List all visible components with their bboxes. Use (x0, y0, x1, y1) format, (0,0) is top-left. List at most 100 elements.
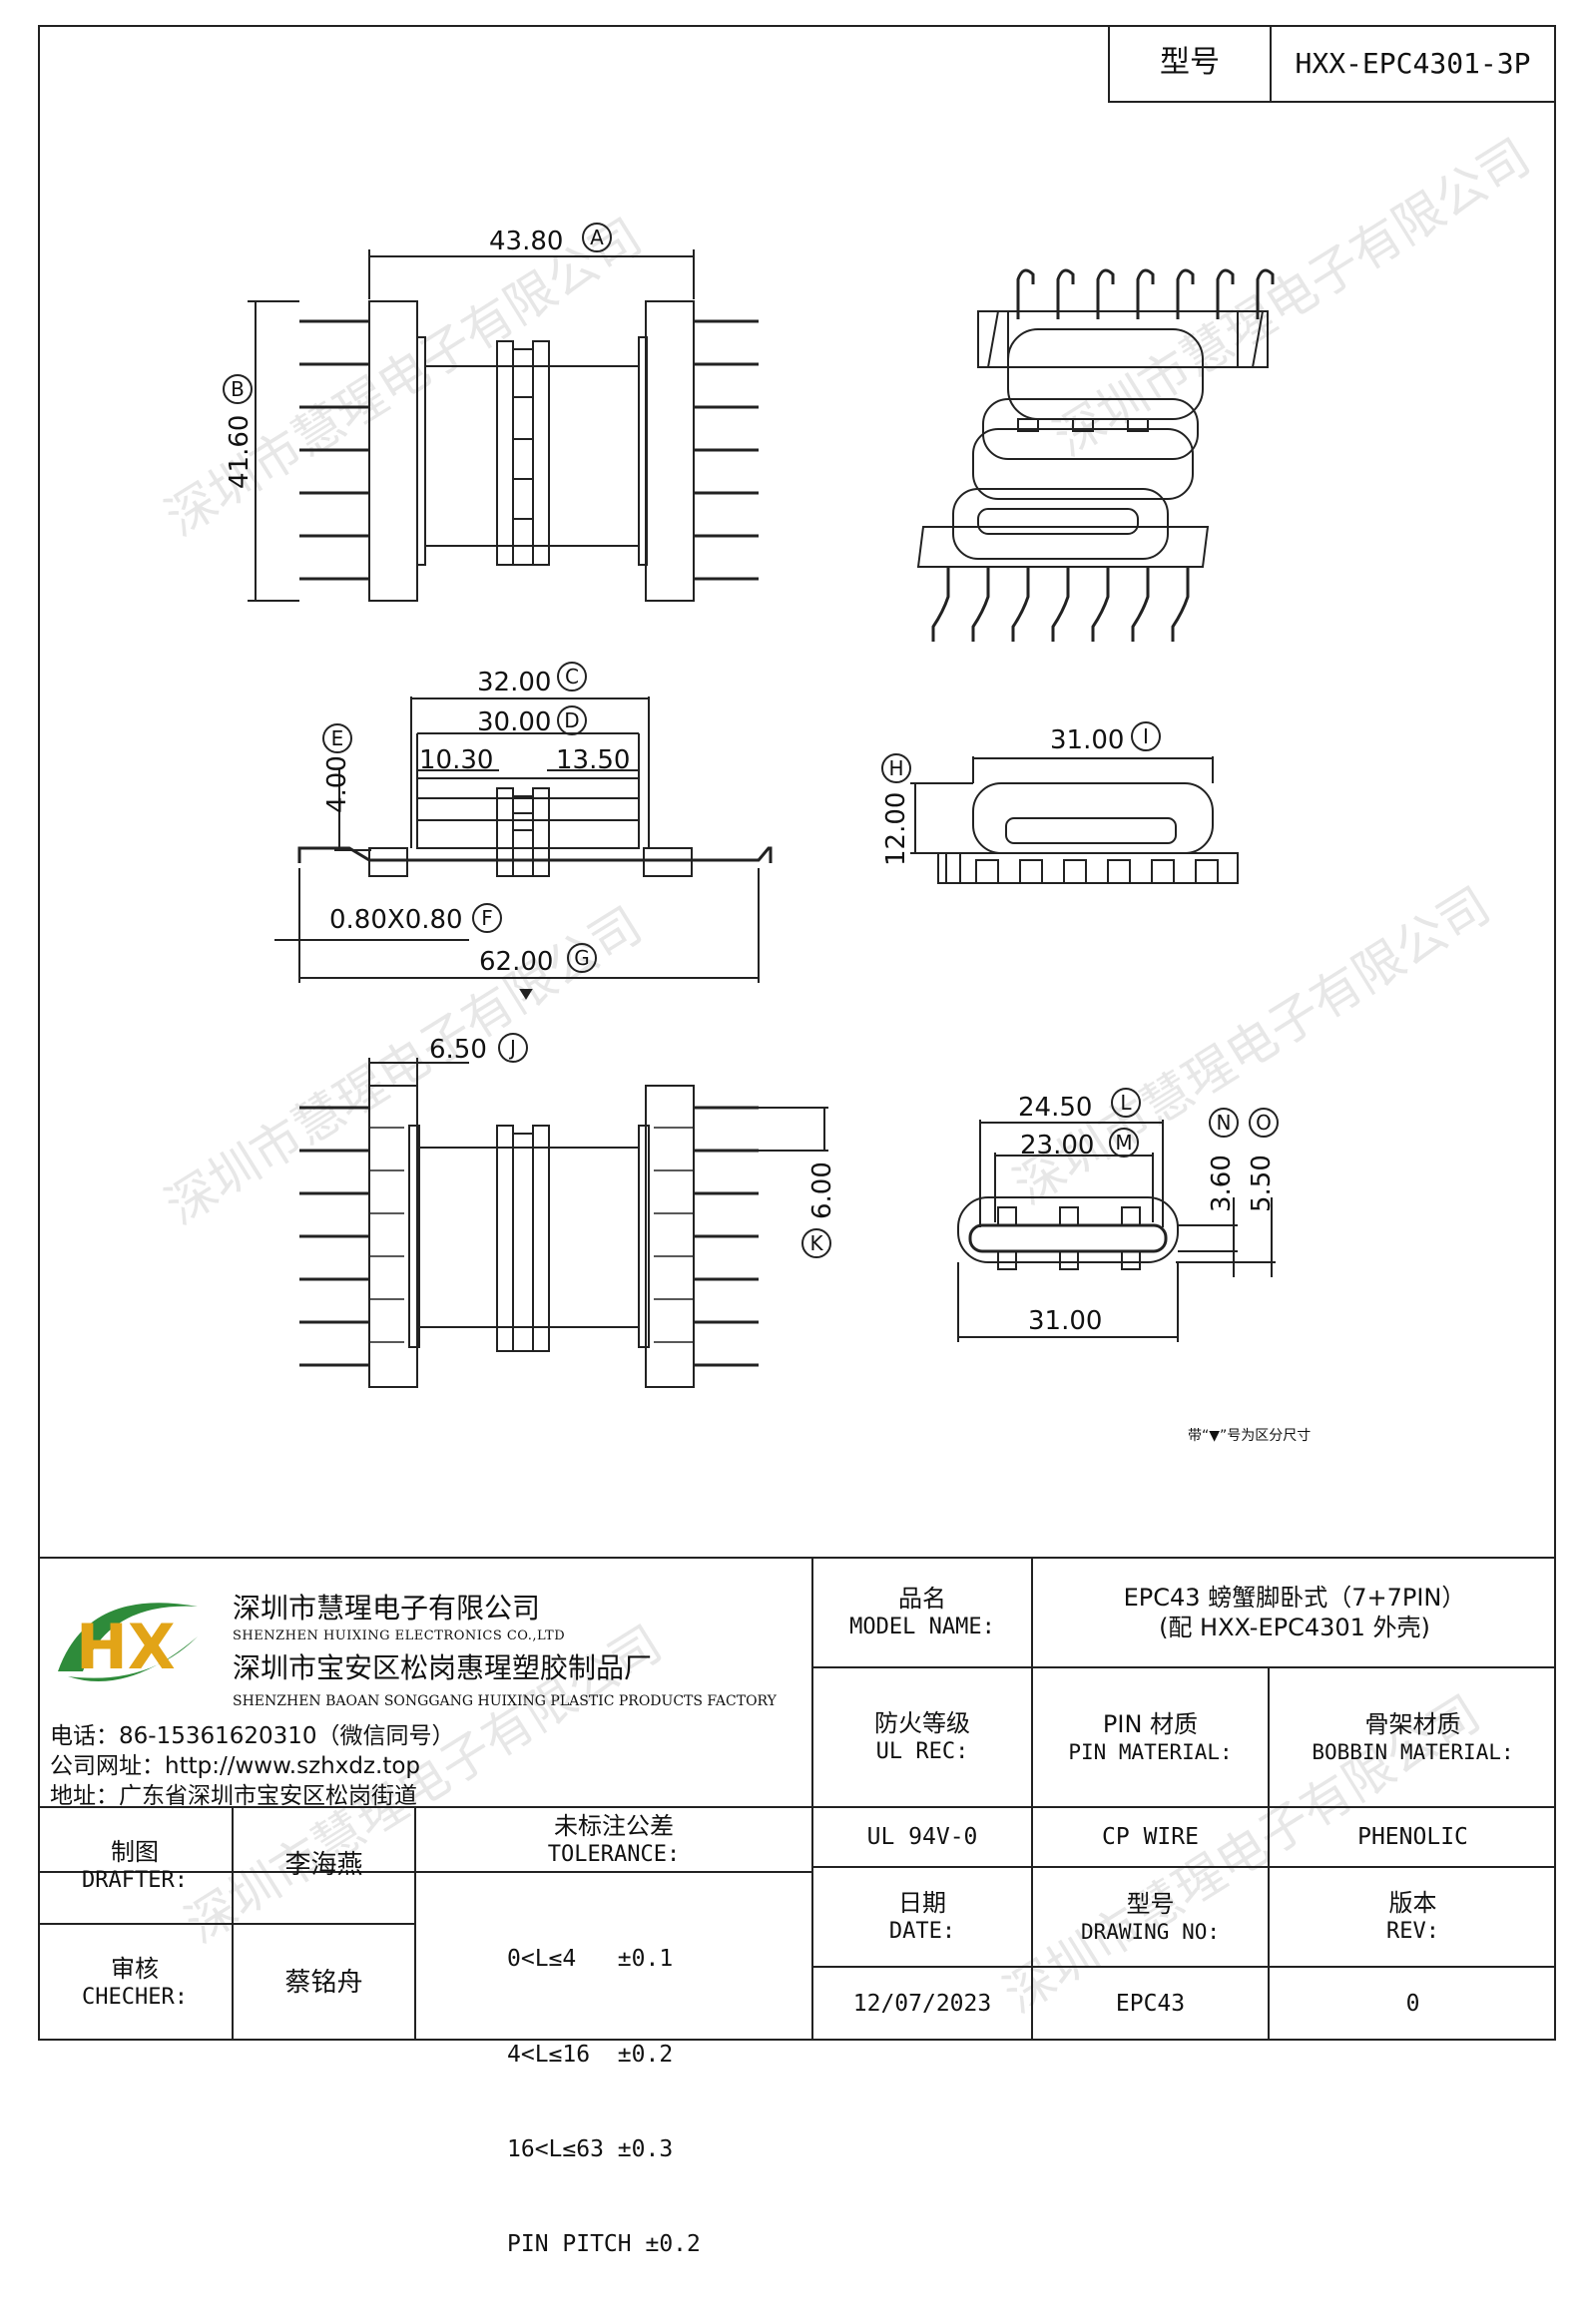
drawing-no-label-en: DRAWING NO: (1080, 1919, 1221, 1944)
dim-g-value: 62.00 (479, 947, 553, 977)
model-name-label-en: MODEL NAME: (849, 1615, 995, 1640)
checker-label-cn: 审核 (111, 1955, 159, 1984)
bobbin-label-cn: 骨架材质 (1364, 1709, 1461, 1738)
ul-label-en: UL REC: (875, 1739, 969, 1765)
tolerance-item: 4<L≤16 ±0.2 (507, 2041, 674, 2068)
date-label-en: DATE: (888, 1919, 956, 1945)
tolerance-label: 未标注公差 TOLERANCE: (416, 1808, 811, 1871)
drafter-value: 李海燕 (284, 1850, 363, 1881)
pin-label-cn: PIN 材质 (1102, 1709, 1199, 1738)
model-name-label: 品名 MODEL NAME: (813, 1559, 1031, 1666)
rev-value: 0 (1405, 1991, 1420, 2018)
top-view (248, 249, 759, 602)
company-logo: HX (48, 1577, 208, 1696)
ul-value: UL 94V-0 (866, 1823, 978, 1850)
dim-l-value: 24.50 (1018, 1093, 1092, 1123)
title-block: HX 深圳市慧瑆电子有限公司 SHENZHEN HUIXING ELECTRON… (38, 1557, 1556, 2257)
tolerance-list: 0<L≤4 ±0.1 4<L≤16 ±0.2 16<L≤63 ±0.3 PIN … (507, 1881, 701, 2324)
checker-label: 审核 CHECHER: (38, 1925, 232, 2041)
company-website: 公司网址：http://www.szhxdz.top (50, 1753, 421, 1779)
dim-e-value: 4.00 (322, 755, 352, 813)
bottom-view (299, 1058, 828, 1388)
rev-label-en: REV: (1386, 1919, 1439, 1945)
dim-k-value: 6.00 (807, 1162, 837, 1219)
drawing-no-label-cn: 型号 (1126, 1889, 1175, 1918)
dim-n-value: 3.60 (1207, 1155, 1237, 1212)
marker-g: G (574, 946, 590, 970)
model-name-line2: (配 HXX-EPC4301 外壳) (1159, 1614, 1430, 1641)
factory-name-en: SHENZHEN BAOAN SONGGANG HUIXING PLASTIC … (233, 1693, 777, 1709)
checker-value: 蔡铭舟 (284, 1967, 363, 1998)
dim-b-value: 41.60 (225, 415, 255, 489)
date-label-cn: 日期 (898, 1889, 946, 1918)
model-name-value: EPC43 螃蟹脚卧式（7+7PIN） (配 HXX-EPC4301 外壳) (1033, 1559, 1556, 1666)
company-name-cn: 深圳市慧瑆电子有限公司 (233, 1592, 541, 1625)
date-value: 12/07/2023 (852, 1991, 992, 2018)
tolerance-item: 16<L≤63 ±0.3 (507, 2135, 674, 2162)
model-box: 型号 HXX-EPC4301-3P (1108, 25, 1556, 103)
tolerance-label-cn: 未标注公差 (554, 1811, 674, 1840)
model-name-line1: EPC43 螃蟹脚卧式（7+7PIN） (1123, 1584, 1466, 1612)
logo-letters: HX (76, 1611, 176, 1683)
marker-c: C (565, 665, 579, 689)
rev-label: 版本 REV: (1270, 1868, 1556, 1966)
model-name-label-cn: 品名 (898, 1585, 946, 1614)
dim-c-value: 32.00 (477, 668, 551, 697)
dim-bottom-value: 31.00 (1028, 1306, 1102, 1336)
marker-o: O (1256, 1111, 1272, 1135)
marker-a: A (590, 226, 604, 249)
dim-j-value: 6.50 (429, 1035, 487, 1065)
pin-label-en: PIN MATERIAL: (1068, 1739, 1233, 1764)
company-address: 地址：广东省深圳市宝安区松岗街道 (50, 1783, 417, 1809)
tolerance-item: 0<L≤4 ±0.1 (507, 1946, 674, 1973)
side-view (274, 697, 773, 1000)
drawing-frame (38, 25, 1556, 2041)
marker-m: M (1115, 1131, 1132, 1155)
factory-name-cn: 深圳市宝安区松岗惠瑆塑胶制品厂 (233, 1651, 653, 1684)
marker-h: H (888, 756, 903, 780)
company-phone: 电话：86-15361620310（微信同号） (50, 1723, 455, 1749)
dim-f-value: 0.80X0.80 (329, 905, 463, 935)
bobbin-material-label: 骨架材质 BOBBIN MATERIAL: (1270, 1668, 1556, 1806)
pin-material-label: PIN 材质 PIN MATERIAL: (1033, 1668, 1268, 1806)
rev-label-cn: 版本 (1388, 1889, 1437, 1918)
bobbin-label-en: BOBBIN MATERIAL: (1312, 1739, 1514, 1764)
marker-f: F (481, 906, 493, 930)
checker-label-en: CHECHER: (82, 1985, 188, 2011)
circle-markers (223, 223, 1279, 1258)
marker-e: E (331, 726, 344, 750)
ul-label: 防火等级 UL REC: (813, 1668, 1031, 1806)
size-note: 带“▼”号为区分尺寸 (1188, 1428, 1311, 1444)
dim-i-value: 31.00 (1050, 725, 1124, 755)
bobbin-value: PHENOLIC (1357, 1823, 1468, 1850)
drawing-no-value: EPC43 (1115, 1991, 1186, 2018)
marker-d: D (564, 708, 579, 732)
dim-m-value: 23.00 (1020, 1131, 1094, 1161)
marker-k: K (809, 1231, 823, 1255)
date-label: 日期 DATE: (813, 1868, 1031, 1966)
model-box-value: HXX-EPC4301-3P (1295, 46, 1531, 80)
marker-n: N (1217, 1111, 1232, 1135)
dim-d2-value: 13.50 (556, 745, 630, 775)
marker-b: B (231, 377, 245, 401)
dim-d1-value: 10.30 (419, 745, 493, 775)
model-box-label: 型号 (1160, 45, 1220, 81)
front-view (910, 756, 1239, 884)
isometric-view (916, 268, 1275, 642)
marker-j: J (508, 1036, 516, 1060)
marker-l: L (1120, 1091, 1132, 1115)
dim-d-value: 30.00 (477, 707, 551, 737)
company-name-en: SHENZHEN HUIXING ELECTRONICS CO.,LTD (233, 1628, 566, 1643)
technical-drawing: 43.80 41.60 32.00 30.00 10.30 13.50 4.00… (223, 223, 1311, 1444)
ul-label-cn: 防火等级 (874, 1709, 970, 1738)
dim-h-value: 12.00 (881, 792, 911, 866)
drafter-label-en: DRAFTER: (82, 1867, 188, 1893)
dim-o-value: 5.50 (1247, 1155, 1277, 1212)
tolerance-label-en: TOLERANCE: (547, 1841, 681, 1867)
marker-i: I (1143, 724, 1149, 748)
drawing-no-label: 型号 DRAWING NO: (1033, 1868, 1268, 1966)
tolerance-item: PIN PITCH ±0.2 (507, 2231, 701, 2258)
drafter-label-cn: 制图 (111, 1837, 159, 1866)
pin-value: CP WIRE (1102, 1823, 1199, 1850)
dim-a-value: 43.80 (489, 227, 563, 256)
